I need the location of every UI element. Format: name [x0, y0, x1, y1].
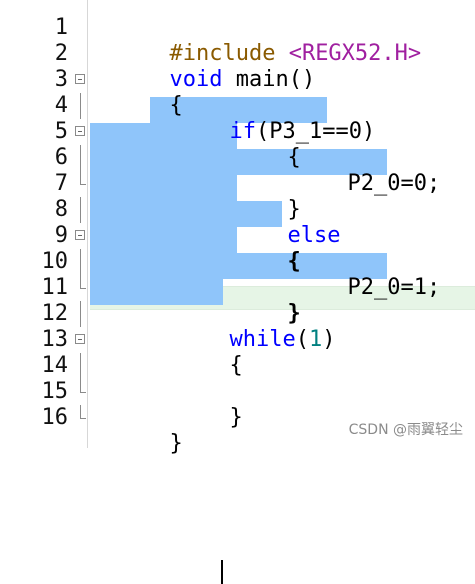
code-text[interactable]: while(1)	[150, 301, 335, 352]
code-line-15[interactable]: 15 }	[0, 379, 475, 430]
include-path-token: <REGX52.H>	[275, 41, 422, 66]
line-number: 6	[54, 145, 68, 170]
code-line-9[interactable]: 9 {	[0, 223, 475, 274]
code-line-5[interactable]: 5 {	[0, 119, 475, 170]
line-number: 15	[41, 379, 69, 404]
code-token: }	[169, 431, 183, 456]
fold-toggle-icon[interactable]	[75, 67, 86, 93]
selection-band-line-9	[90, 227, 237, 253]
code-text[interactable]: {	[150, 327, 242, 378]
code-line-8[interactable]: 8 else	[0, 197, 475, 248]
selection-band-line-6	[90, 149, 387, 175]
code-token: main()	[222, 67, 316, 92]
code-token: {	[287, 249, 301, 274]
code-text[interactable]: P2_0=1;	[268, 249, 440, 300]
code-token: P2_0=1;	[347, 275, 441, 300]
code-text[interactable]: P2_0=0;	[268, 145, 440, 196]
selection-band-line-10	[90, 253, 387, 279]
line-number: 4	[54, 93, 68, 118]
selection-band-line-8	[90, 201, 282, 227]
code-text[interactable]: #include <REGX52.H>	[90, 15, 421, 66]
fold-line-icon	[75, 353, 86, 379]
code-line-1[interactable]: 1 #include <REGX52.H>	[0, 15, 475, 66]
line-number: 14	[41, 353, 69, 378]
code-line-13[interactable]: 13 {	[0, 327, 475, 378]
line-number-gutter	[0, 0, 88, 448]
fold-line-icon	[75, 145, 86, 171]
code-line-12[interactable]: 12 while(1)	[0, 301, 475, 352]
gutter-divider	[87, 0, 88, 448]
code-text[interactable]: }	[208, 275, 300, 326]
line-number: 11	[41, 275, 69, 300]
fold-line-icon	[75, 197, 86, 223]
code-text[interactable]: void main()	[90, 41, 315, 92]
code-line-14[interactable]: 14	[0, 353, 475, 379]
code-text[interactable]: {	[90, 67, 182, 118]
keyword-token: if	[229, 119, 256, 144]
code-line-2[interactable]: 2 void main()	[0, 41, 475, 92]
code-token: }	[229, 405, 243, 430]
csdn-watermark: CSDN @雨翼轻尘	[348, 422, 463, 438]
line-number: 13	[41, 327, 69, 352]
line-number: 7	[54, 171, 68, 196]
line-number: 8	[54, 197, 68, 222]
keyword-token: while	[229, 327, 296, 352]
code-line-7[interactable]: 7 }	[0, 171, 475, 222]
keyword-token: else	[287, 223, 341, 248]
fold-toggle-icon[interactable]	[75, 223, 86, 249]
text-caret	[221, 560, 223, 584]
line-number: 9	[54, 223, 68, 248]
code-token: (P3_1==0)	[255, 119, 376, 144]
line-number: 3	[54, 67, 68, 92]
fold-line-icon	[75, 93, 86, 119]
selection-band-line-4	[150, 97, 327, 123]
code-text[interactable]: {	[208, 119, 300, 170]
fold-end-icon	[75, 275, 86, 301]
code-text[interactable]: if(P3_1==0)	[150, 93, 375, 144]
number-token: 1	[308, 327, 323, 352]
fold-line-icon	[75, 249, 86, 275]
preprocessor-token: #include	[169, 41, 276, 66]
code-line-10[interactable]: 10 P2_0=1;	[0, 249, 475, 300]
code-token: {	[229, 353, 243, 378]
code-token: {	[169, 93, 183, 118]
fold-end-icon	[75, 171, 86, 197]
selection-band-line-7	[90, 175, 237, 201]
line-number: 5	[54, 119, 68, 144]
code-line-6[interactable]: 6 P2_0=0;	[0, 145, 475, 196]
fold-line-icon	[75, 301, 86, 327]
code-line-4[interactable]: 4 if(P3_1==0)	[0, 93, 475, 144]
code-token: P2_0=0;	[347, 171, 441, 196]
fold-toggle-icon[interactable]	[75, 119, 86, 145]
code-token: }	[287, 301, 301, 326]
line-number: 2	[54, 41, 68, 66]
line-number: 10	[41, 249, 69, 274]
code-line-11[interactable]: 11 }	[0, 275, 475, 584]
code-text[interactable]: }	[150, 379, 242, 430]
code-text[interactable]: }	[208, 171, 300, 222]
fold-toggle-icon[interactable]	[75, 327, 86, 353]
code-text[interactable]: else	[208, 197, 340, 248]
code-token: }	[287, 197, 301, 222]
fold-end-icon	[75, 405, 86, 431]
code-text[interactable]: }	[90, 405, 182, 456]
code-token: )	[322, 327, 336, 352]
line-number: 16	[41, 405, 69, 430]
line-number: 1	[54, 15, 68, 40]
code-line-3[interactable]: 3 {	[0, 67, 475, 118]
code-token: (	[295, 327, 309, 352]
selection-band-line-5	[90, 123, 237, 149]
fold-end-icon	[75, 379, 86, 405]
selection-band-line-11	[90, 279, 223, 305]
line-number: 12	[41, 301, 69, 326]
code-token: {	[287, 145, 301, 170]
keyword-token: void	[169, 67, 223, 92]
code-text[interactable]: {	[208, 223, 300, 274]
